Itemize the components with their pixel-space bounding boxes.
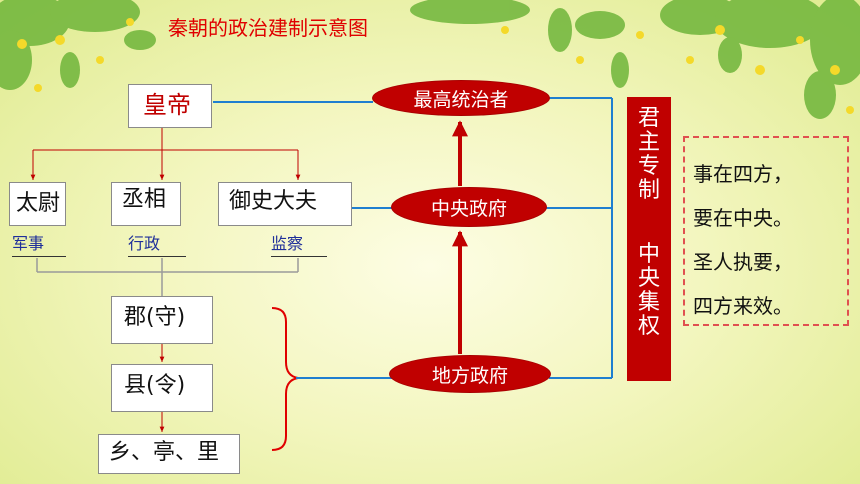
emperor-box: 皇帝 (128, 84, 212, 128)
local-box-county: 县(令) (111, 364, 213, 412)
local-label: 郡(守) (124, 305, 186, 330)
quote-line: 四方来效。 (693, 294, 793, 318)
role-underline (128, 256, 186, 257)
ellipse-local-government: 地方政府 (390, 356, 550, 392)
banner-text-bottom: 中央集权 (638, 242, 661, 339)
banner-text-top: 君主专制 (638, 106, 661, 203)
local-label: 乡、亭、里 (109, 440, 220, 465)
emperor-label: 皇帝 (143, 91, 191, 119)
banner-autocracy-centralization: 君主专制 中央集权 (627, 97, 671, 381)
quote-line: 圣人执要， (693, 250, 793, 274)
local-brace (271, 307, 299, 451)
quote-box: 事在四方， 要在中央。 圣人执要， 四方来效。 (683, 136, 849, 326)
minister-box-yushidafu: 御史大夫 (218, 182, 352, 226)
role-underline (12, 256, 66, 257)
role-underline (271, 256, 327, 257)
local-label: 县(令) (124, 373, 186, 398)
foliage-decoration (0, 0, 860, 119)
minister-label: 太尉 (16, 191, 61, 216)
ellipse-central-government: 中央政府 (392, 188, 546, 226)
role-label-military: 军事 (12, 234, 45, 253)
ellipse-supreme-ruler: 最高统治者 (373, 81, 549, 115)
role-label-supervision: 监察 (271, 234, 304, 253)
diagram-title: 秦朝的政治建制示意图 (168, 16, 368, 40)
minister-box-chengxiang: 丞相 (111, 182, 181, 226)
minister-box-taiwei: 太尉 (9, 182, 66, 226)
local-box-township: 乡、亭、里 (98, 434, 240, 474)
quote-line: 要在中央。 (693, 206, 793, 230)
minister-label: 丞相 (122, 187, 167, 212)
quote-line: 事在四方， (693, 162, 793, 186)
role-label-administration: 行政 (128, 234, 161, 253)
local-box-commandery: 郡(守) (111, 296, 213, 344)
minister-label: 御史大夫 (229, 189, 318, 214)
